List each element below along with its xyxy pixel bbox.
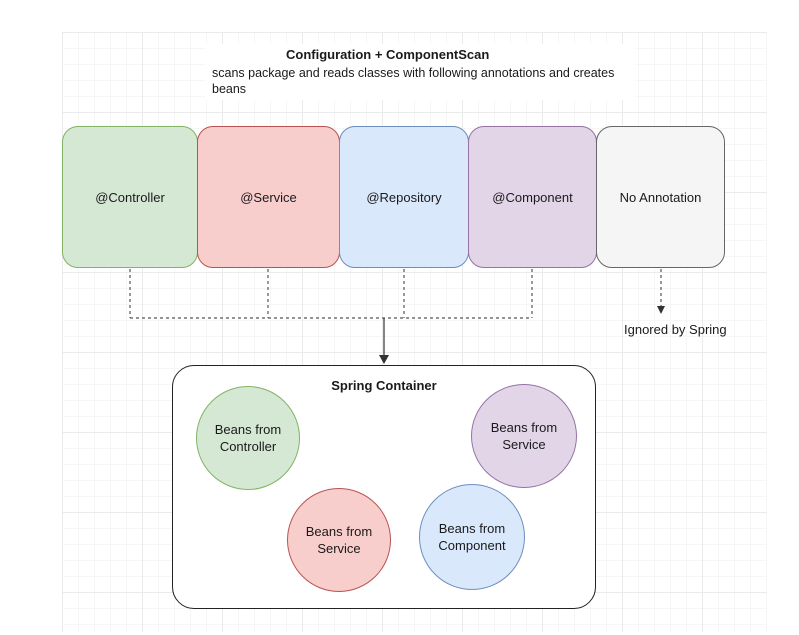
component-box: @Component (468, 126, 597, 268)
header-description: scans package and reads classes with fol… (212, 66, 615, 96)
bean-service-purple: Beans from Service (471, 384, 577, 488)
ignored-label: Ignored by Spring (624, 322, 727, 337)
bean-component: Beans from Component (419, 484, 525, 590)
service-box: @Service (197, 126, 340, 268)
no-annotation-box: No Annotation (596, 126, 725, 268)
header-title: Configuration + ComponentScan (286, 47, 490, 62)
bean-service-red: Beans from Service (287, 488, 391, 592)
header-block (205, 44, 635, 100)
repository-box: @Repository (339, 126, 469, 268)
arrow-head-ignored (657, 306, 665, 314)
container-title: Spring Container (331, 378, 437, 393)
bean-controller: Beans from Controller (196, 386, 300, 490)
arrow-head-container (379, 355, 389, 364)
